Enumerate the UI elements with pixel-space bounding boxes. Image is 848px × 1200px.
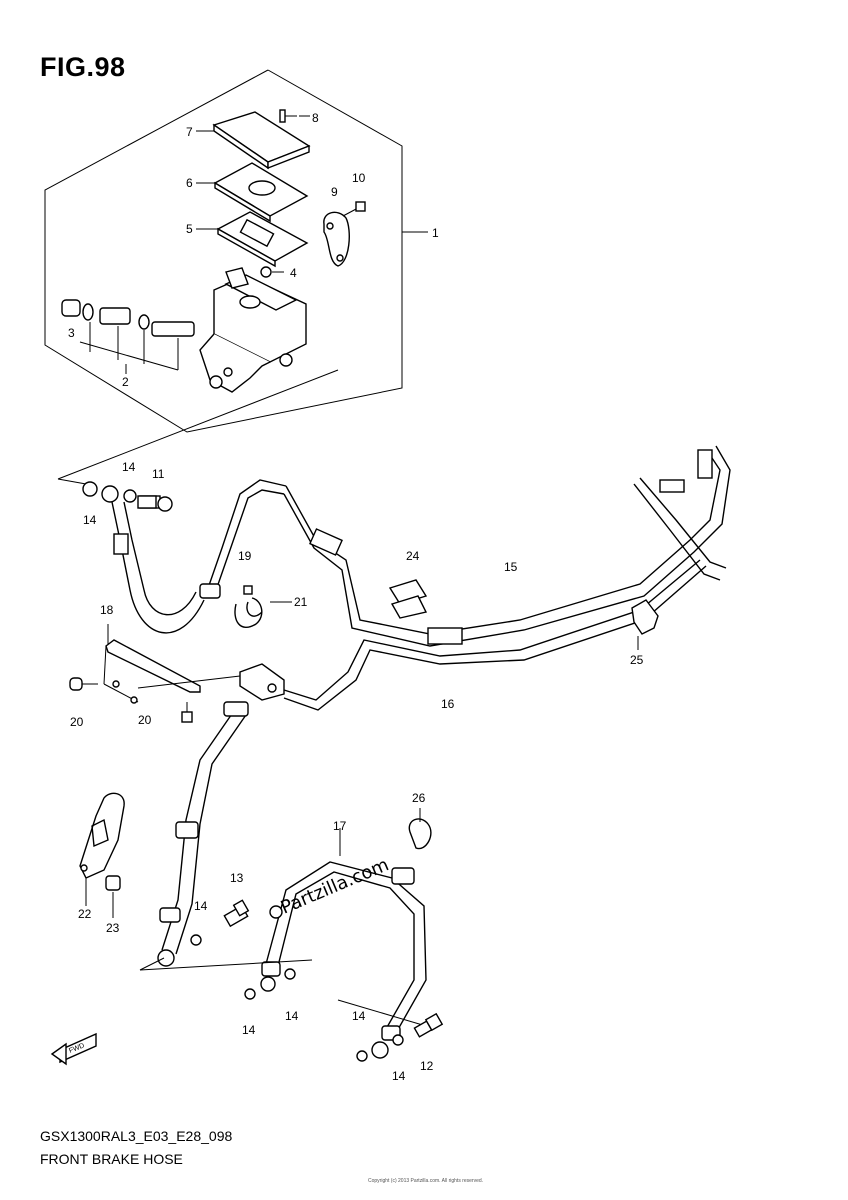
callout-19[interactable]: 19 — [238, 549, 252, 563]
callout-6[interactable]: 6 — [186, 176, 193, 190]
part-bracket-bolts[interactable] — [69, 677, 193, 723]
callout-17[interactable]: 17 — [333, 819, 347, 833]
callout-24[interactable]: 24 — [406, 549, 420, 563]
part-diaphragm-plate[interactable] — [196, 162, 309, 223]
callout-22[interactable]: 22 — [78, 907, 92, 921]
part-union-bolt-11[interactable] — [137, 495, 157, 509]
callout-14[interactable]: 14 — [392, 1069, 406, 1083]
callout-11[interactable]: 11 — [152, 467, 165, 481]
callout-14[interactable]: 14 — [83, 513, 97, 527]
callout-2[interactable]: 2 — [122, 375, 129, 389]
leader-line-cylinder-to-hose — [57, 369, 339, 485]
callout-9[interactable]: 9 — [331, 185, 338, 199]
part-hose-guide-22[interactable] — [79, 792, 125, 906]
part-screw-cap[interactable] — [279, 109, 310, 123]
callout-20[interactable]: 20 — [70, 715, 84, 729]
part-pipe-clamp-25[interactable] — [631, 599, 659, 650]
callout-14[interactable]: 14 — [122, 460, 136, 474]
callout-23[interactable]: 23 — [106, 921, 120, 935]
leader-lines-caliper — [139, 957, 427, 1027]
callout-3[interactable]: 3 — [68, 326, 75, 340]
part-pipe-clip-24[interactable] — [388, 579, 428, 619]
callout-8[interactable]: 8 — [312, 111, 319, 125]
callout-5[interactable]: 5 — [186, 222, 193, 236]
callout-26[interactable]: 26 — [412, 791, 426, 805]
part-upper-brake-hose[interactable] — [82, 479, 287, 634]
callout-14[interactable]: 14 — [194, 899, 208, 913]
fwd-arrow-icon: FWD — [50, 1032, 97, 1066]
callout-14[interactable]: 14 — [352, 1009, 366, 1023]
callout-14[interactable]: 14 — [285, 1009, 299, 1023]
callout-1[interactable]: 1 — [432, 226, 439, 240]
part-hose-clamp-26[interactable] — [408, 808, 432, 850]
callout-7[interactable]: 7 — [186, 125, 193, 139]
model-code: GSX1300RAL3_E03_E28_098 — [40, 1128, 233, 1144]
part-hose-bracket[interactable] — [103, 624, 241, 704]
part-clamp-bolt[interactable] — [342, 201, 366, 217]
part-screw-small[interactable] — [260, 266, 284, 278]
callout-21[interactable]: 21 — [294, 595, 308, 609]
master-cylinder-assembly-outline — [44, 69, 428, 433]
callout-25[interactable]: 25 — [630, 653, 644, 667]
callout-10[interactable]: 10 — [352, 171, 366, 185]
callout-4[interactable]: 4 — [290, 266, 297, 280]
part-hose-clamp[interactable] — [234, 585, 292, 629]
part-holder-clamp[interactable] — [323, 211, 350, 267]
callout-13[interactable]: 13 — [230, 871, 244, 885]
footer-note: Copyright (c) 2013 Partzilla.com. All ri… — [368, 1178, 484, 1184]
part-lower-brake-hose-left[interactable] — [157, 701, 249, 967]
part-reservoir-cap[interactable] — [196, 111, 311, 170]
callout-20[interactable]: 20 — [138, 713, 152, 727]
figure-title: FIG.98 — [40, 52, 126, 82]
callout-18[interactable]: 18 — [100, 603, 114, 617]
part-piston-set[interactable] — [61, 299, 195, 374]
callout-14[interactable]: 14 — [242, 1023, 256, 1037]
part-washers[interactable] — [190, 905, 404, 1062]
callout-15[interactable]: 15 — [504, 560, 518, 574]
section-title: FRONT BRAKE HOSE — [40, 1151, 183, 1167]
part-master-cylinder-body[interactable] — [199, 267, 307, 393]
part-union-bolt-13[interactable] — [223, 899, 250, 928]
callout-16[interactable]: 16 — [441, 697, 455, 711]
part-front-brake-hose-right[interactable] — [260, 828, 427, 1059]
callout-12[interactable]: 12 — [420, 1059, 434, 1073]
callout-labels: 1 2 3 4 5 6 7 8 9 10 11 12 13 14 14 14 1… — [68, 111, 644, 1083]
part-three-way-joint[interactable] — [239, 663, 285, 701]
part-brake-pipe-lower[interactable] — [283, 559, 707, 711]
part-diaphragm[interactable] — [196, 211, 309, 268]
part-union-bolt-12[interactable] — [413, 1012, 444, 1038]
part-brake-pipe-upper[interactable] — [283, 445, 731, 647]
part-guide-bolt-23[interactable] — [105, 875, 121, 918]
